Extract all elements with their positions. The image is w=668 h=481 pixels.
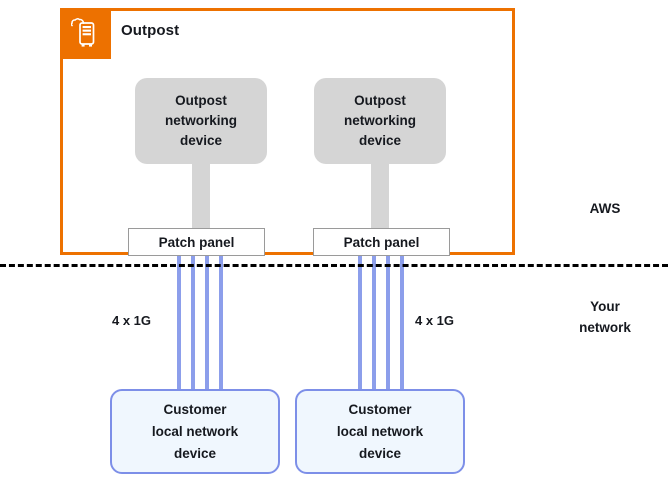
- patch-panel-2: Patch panel: [313, 228, 450, 256]
- patch-panel-1-label: Patch panel: [158, 234, 235, 250]
- link-speed-label-2: 4 x 1G: [415, 313, 455, 328]
- cust-device-1-line3: device: [173, 445, 217, 461]
- zone-label-your-network-line1: Your: [590, 299, 620, 314]
- customer-local-network-device-1: Customer local network device: [110, 389, 280, 474]
- net-device-2-line2: networking: [343, 113, 416, 128]
- cable-2-1: [358, 256, 362, 391]
- cust-device-2-line3: device: [358, 445, 402, 461]
- outpost-icon-badge: [60, 8, 111, 59]
- zone-label-your-network-line2: network: [579, 320, 631, 335]
- net-device-1-line1: Outpost: [175, 93, 227, 108]
- zone-label-your-network: Your network: [560, 296, 650, 338]
- link-speed-label-1: 4 x 1G: [112, 313, 152, 328]
- outpost-rack-icon: [70, 17, 94, 47]
- network-boundary-divider: [0, 264, 668, 267]
- cable-2-4: [400, 256, 404, 391]
- patch-panel-1: Patch panel: [128, 228, 265, 256]
- net-device-1-line2: networking: [164, 113, 237, 128]
- cust-device-2-line2: local network: [336, 423, 424, 439]
- outpost-title: Outpost: [121, 22, 180, 39]
- patch-panel-2-label: Patch panel: [343, 234, 420, 250]
- cable-2-3: [386, 256, 390, 391]
- cable-2-2: [372, 256, 376, 391]
- zone-label-aws: AWS: [560, 198, 650, 219]
- connector-stem-1: [192, 160, 210, 230]
- cust-device-2-line1: Customer: [348, 401, 412, 417]
- net-device-2-line3: device: [358, 133, 402, 148]
- customer-local-network-device-2: Customer local network device: [295, 389, 465, 474]
- net-device-2-line1: Outpost: [354, 93, 406, 108]
- outpost-networking-device-1: Outpost networking device: [135, 78, 267, 164]
- outpost-networking-device-2: Outpost networking device: [314, 78, 446, 164]
- cable-1-3: [205, 256, 209, 391]
- cable-1-2: [191, 256, 195, 391]
- zone-label-aws-text: AWS: [589, 201, 621, 216]
- outpost-container: [60, 8, 515, 255]
- cust-device-1-line1: Customer: [163, 401, 227, 417]
- net-device-1-line3: device: [179, 133, 223, 148]
- cable-1-1: [177, 256, 181, 391]
- cable-1-4: [219, 256, 223, 391]
- connector-stem-2: [371, 160, 389, 230]
- cust-device-1-line2: local network: [151, 423, 239, 439]
